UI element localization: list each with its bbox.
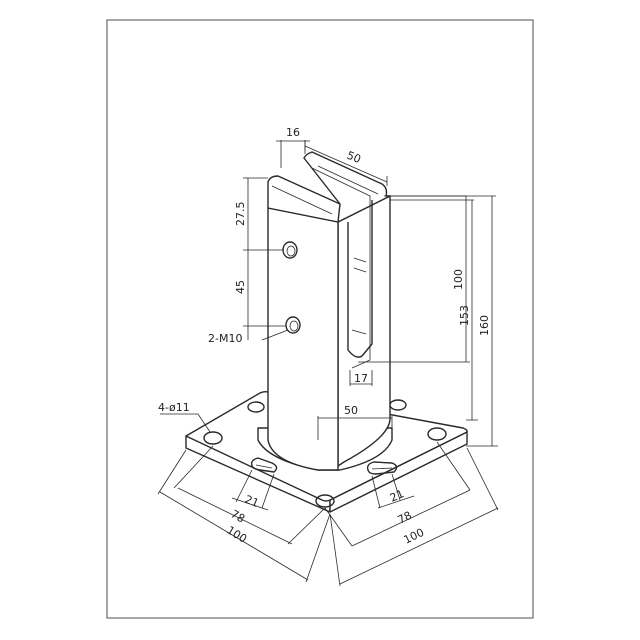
dimension-lines [157, 140, 499, 587]
base-hole-back [247, 401, 265, 413]
dim-base-right: 100 [402, 526, 427, 547]
dim-slot-len-right: 21 [388, 487, 406, 505]
dim-height-160: 160 [478, 315, 491, 336]
dim-hole-pitch-left: 78 [229, 507, 248, 525]
base-hole-left [203, 431, 223, 445]
base-hole-front [315, 494, 335, 508]
drawing-frame [106, 19, 534, 619]
dim-top-width: 50 [345, 149, 363, 166]
slot-left [250, 457, 278, 473]
dim-column-width: 50 [344, 404, 358, 417]
dim-hole-offset-top: 27.5 [234, 202, 247, 227]
dim-thread: 2-M10 [208, 332, 242, 345]
dim-hole-pitch-right: 78 [396, 509, 414, 527]
dim-base-holes: 4-ø11 [158, 401, 190, 414]
dim-height-153: 153 [458, 305, 471, 326]
base-hole-right [427, 427, 447, 441]
dim-slot-width: 16 [286, 126, 300, 139]
thread-hole-lower [285, 316, 301, 334]
dim-slot-len-left: 21 [243, 493, 261, 510]
dim-hole-spacing: 45 [234, 280, 247, 294]
dim-slot-height: 100 [452, 269, 465, 290]
slot-right [366, 461, 398, 475]
dim-slot-depth: 17 [354, 372, 368, 385]
spigot-column [257, 151, 393, 471]
